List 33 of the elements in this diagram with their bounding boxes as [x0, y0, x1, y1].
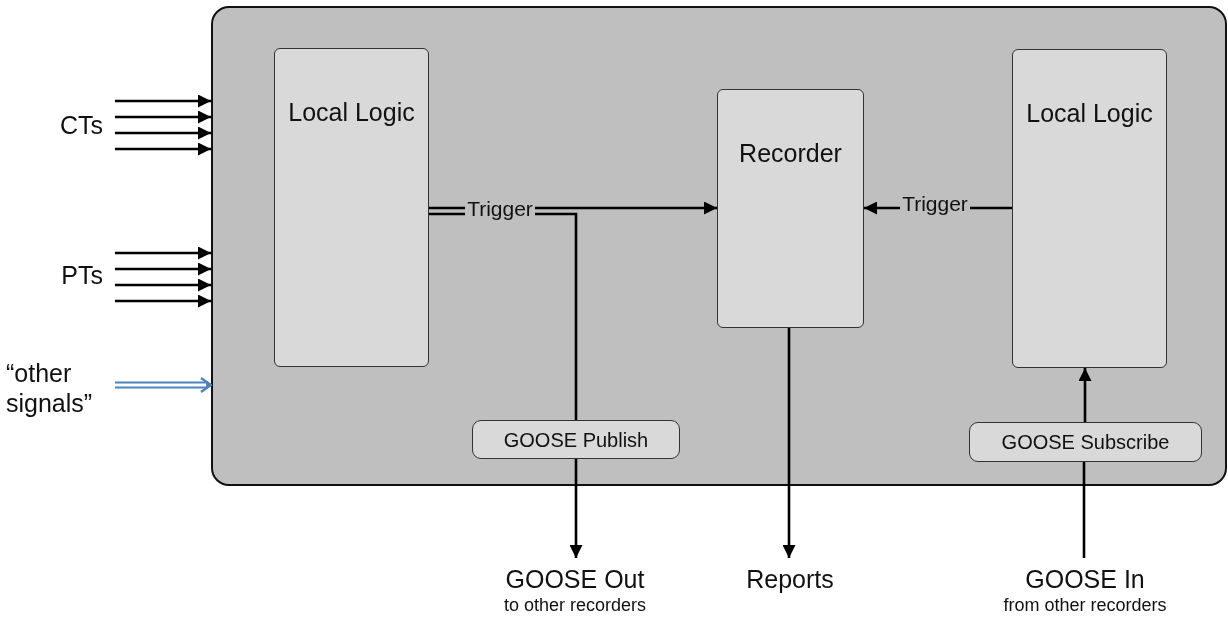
arrow: [115, 110, 211, 124]
goose-box: [472, 420, 680, 459]
goose-box: [969, 422, 1202, 462]
arrow: [114, 376, 213, 394]
signal-name: “other signals”: [6, 358, 94, 418]
signal-name: GOOSE Out: [504, 564, 646, 594]
arrow: [115, 278, 211, 292]
signal-name: GOOSE In: [1024, 564, 1146, 594]
arrow: [115, 262, 211, 276]
box-title: GOOSE Publish: [503, 427, 649, 452]
edge-label: Trigger: [465, 198, 535, 220]
logic-box: [274, 48, 429, 367]
signal-name: PTs: [61, 260, 103, 290]
box-title: GOOSE Subscribe: [1001, 430, 1170, 454]
device-box: [211, 6, 1227, 486]
box-title: Recorder: [738, 138, 843, 168]
arrow: [115, 94, 211, 108]
arrow: [1078, 368, 1092, 422]
arrow: [782, 328, 796, 558]
arrow: [115, 142, 211, 156]
box-title: Local Logic: [287, 97, 416, 127]
logic-box: [717, 89, 864, 328]
arrow: [115, 294, 211, 308]
arrow: [569, 459, 583, 558]
box-title: Local Logic: [1025, 98, 1154, 128]
arrow: [115, 246, 211, 260]
signal-note: to other recorders: [502, 594, 648, 617]
signal-note: from other recorders: [1002, 594, 1168, 617]
logic-box: [1012, 49, 1167, 368]
signal-name: CTs: [59, 110, 103, 140]
signal-name: Reports: [745, 564, 835, 594]
edge-label: Trigger: [900, 193, 970, 215]
arrow: [115, 126, 211, 140]
